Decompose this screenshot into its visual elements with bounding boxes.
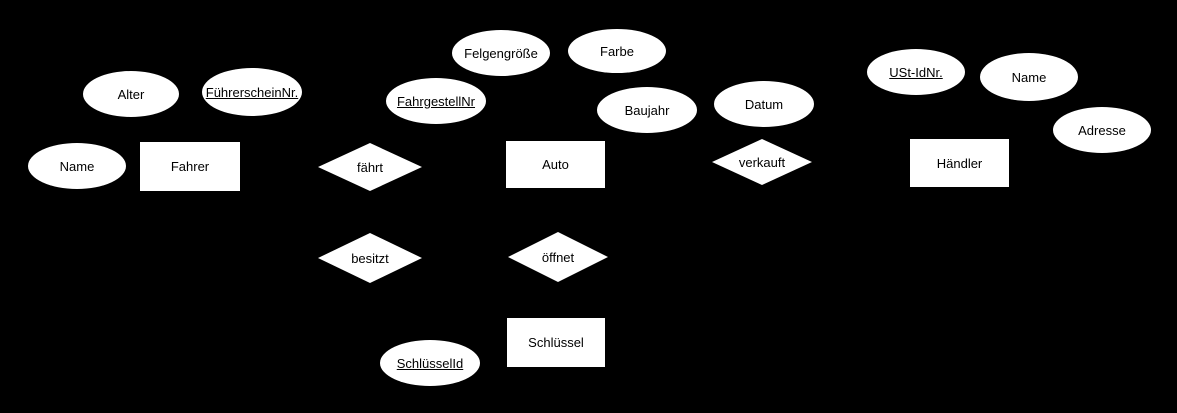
attribute-label: Name [59,158,95,174]
entity-label: Auto [542,157,569,172]
relationship-label: besitzt [351,250,389,266]
attribute-fahrgestellnr: FahrgestellNr [386,78,486,124]
relationship-faehrt: fährt [318,143,422,191]
relationship-besitzt: besitzt [318,233,422,283]
entity-auto: Auto [506,141,605,188]
entity-label: Fahrer [170,159,210,174]
entity-haendler: Händler [910,139,1009,187]
attribute-label: Alter [117,86,145,102]
attribute-farbe: Farbe [568,29,666,73]
relationship-verkauft: verkauft [712,139,812,185]
entity-fahrer: Fahrer [140,142,240,191]
attribute-label: FührerscheinNr. [205,84,299,100]
entity-label: Händler [936,155,983,171]
relationship-label: verkauft [738,154,786,170]
attribute-label: Farbe [600,43,634,59]
attribute-label: Felgengröße [464,45,538,61]
attribute-label: Baujahr [624,102,670,118]
relationship-oeffnet: öffnet [508,232,608,282]
entity-schluessel: Schlüssel [507,318,605,367]
attribute-fuehrerscheinnr: FührerscheinNr. [202,68,302,116]
attribute-label: Datum [744,96,784,112]
entity-label: Schlüssel [528,335,584,350]
relationship-label: fährt [356,159,383,175]
attribute-label: Adresse [1078,122,1126,138]
attribute-name-haendler: Name [980,53,1078,101]
attribute-alter: Alter [83,71,179,117]
attribute-felgengroesse: Felgengröße [452,30,550,76]
attribute-baujahr: Baujahr [597,87,697,133]
attribute-name-fahrer: Name [28,143,126,189]
attribute-schluesselid: SchlüsselId [380,340,480,386]
attribute-datum: Datum [714,81,814,127]
attribute-label: USt-IdNr. [889,64,943,80]
attribute-ust-idnr: USt-IdNr. [867,49,965,95]
attribute-adresse: Adresse [1053,107,1151,153]
attribute-label: FahrgestellNr [396,93,476,109]
attribute-label: SchlüsselId [396,355,464,371]
attribute-label: Name [1011,69,1047,85]
relationship-label: öffnet [541,249,575,265]
